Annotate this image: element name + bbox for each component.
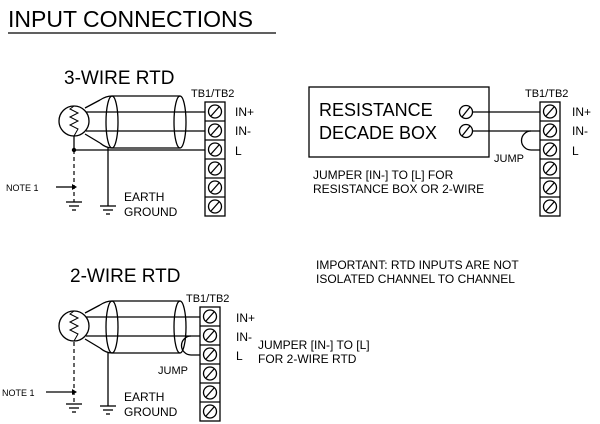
decade-terminal-block [539, 101, 561, 217]
important-note-line1: IMPORTANT: RTD INPUTS ARE NOT [316, 258, 519, 272]
three-wire-section: 3-WIRE RTD EARTH [6, 68, 254, 219]
decade-caption-line2: RESISTANCE BOX OR 2-WIRE [313, 182, 484, 196]
terminal-l: L [236, 349, 243, 363]
note-ground-icon [46, 342, 82, 413]
note-1-label: NOTE 1 [2, 388, 35, 398]
terminal-block-label: TB1/TB2 [191, 88, 234, 100]
decade-box-line2: DECADE BOX [319, 123, 437, 143]
decade-jump-label: JUMP [494, 153, 524, 165]
terminal-l: L [235, 144, 242, 158]
three-wire-heading: 3-WIRE RTD [64, 68, 174, 89]
cable-shield [99, 95, 187, 149]
decade-box [308, 86, 490, 158]
decade-box-wires [472, 111, 540, 151]
terminal-in-minus: IN- [236, 330, 252, 344]
two-wire-conductors [86, 316, 200, 356]
terminal-block [204, 101, 226, 217]
earth-label: EARTH [124, 390, 164, 404]
note-1-label: NOTE 1 [6, 183, 39, 193]
cable-shield [99, 300, 187, 354]
decade-box-posts-icon [458, 104, 474, 139]
terminal-in-minus: IN- [235, 124, 251, 138]
terminal-block-label: TB1/TB2 [186, 293, 229, 305]
earth-ground-icon [100, 148, 116, 215]
two-wire-heading: 2-WIRE RTD [70, 266, 180, 287]
two-wire-section: 2-WIRE RTD JUMP EARTH GROUND [2, 266, 370, 422]
rtd-sensor-icon [58, 99, 101, 144]
important-note-line2: ISOLATED CHANNEL TO CHANNEL [316, 272, 515, 286]
ground-label: GROUND [124, 405, 178, 419]
two-wire-caption-line2: FOR 2-WIRE RTD [258, 352, 357, 366]
three-wire-conductors [71, 111, 205, 153]
note-ground-icon [56, 150, 82, 211]
decade-terminal-in-plus: IN+ [572, 105, 591, 119]
decade-terminal-in-minus: IN- [572, 124, 588, 138]
page-title: INPUT CONNECTIONS [8, 6, 253, 32]
earth-label: EARTH [124, 190, 164, 204]
decade-terminal-l: L [572, 144, 579, 158]
terminal-block [199, 306, 221, 422]
two-wire-jump-label: JUMP [158, 365, 188, 377]
decade-box-section: RESISTANCE DECADE BOX JUMP TB1/TB2 [308, 86, 591, 217]
terminal-in-plus: IN+ [236, 311, 255, 325]
decade-box-line1: RESISTANCE [319, 100, 433, 120]
rtd-sensor-icon [58, 304, 101, 349]
decade-caption-line1: JUMPER [IN-] TO [L] FOR [313, 168, 454, 182]
two-wire-caption-line1: JUMPER [IN-] TO [L] [258, 338, 370, 352]
terminal-in-plus: IN+ [235, 105, 254, 119]
decade-terminal-block-label: TB1/TB2 [525, 88, 568, 100]
earth-ground-icon [100, 353, 116, 415]
ground-label: GROUND [124, 205, 178, 219]
